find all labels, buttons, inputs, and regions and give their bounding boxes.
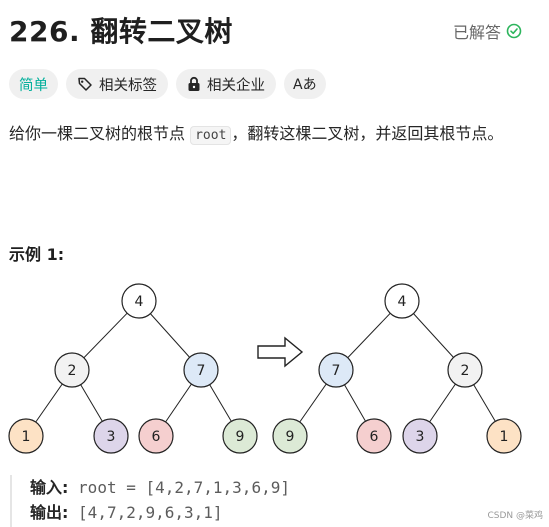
tree-node-label: 6: [370, 429, 379, 445]
left-tree-node-4: 4: [121, 283, 157, 319]
right-tree-node-3: 3: [402, 418, 438, 454]
translate-icon: Aあ: [293, 77, 317, 93]
translate-button[interactable]: Aあ: [284, 69, 326, 99]
tree-node-circle: [402, 418, 438, 454]
difficulty-badge[interactable]: 简单: [9, 69, 58, 99]
tag-bar: 简单 相关标签 相关企业 Aあ: [9, 69, 326, 99]
check-circle-icon: [506, 23, 522, 39]
output-value: [4,7,2,9,6,3,1]: [78, 503, 223, 522]
tree-node-label: 1: [500, 429, 509, 445]
related-tags-label: 相关标签: [99, 77, 157, 94]
related-companies-button[interactable]: 相关企业: [176, 69, 276, 99]
watermark: CSDN @菜鸡: [487, 511, 543, 521]
tree-node-label: 3: [107, 429, 116, 445]
lock-icon: [188, 76, 200, 91]
output-label: 输出:: [30, 503, 69, 522]
tree-node-circle: [183, 352, 219, 388]
right-tree-node-7: 7: [318, 352, 354, 388]
right-tree-node-9: 9: [272, 418, 308, 454]
tree-node-circle: [121, 283, 157, 319]
tree-node-label: 9: [236, 429, 245, 445]
tree-edges: [25, 300, 505, 437]
solved-label: 已解答: [452, 23, 501, 42]
input-line: 输入: root = [4,2,7,1,3,6,9]: [30, 475, 549, 500]
tree-node-circle: [447, 352, 483, 388]
tree-node-circle: [318, 352, 354, 388]
tree-node-circle: [54, 352, 90, 388]
tree-node-label: 9: [286, 429, 295, 445]
tree-node-label: 2: [68, 363, 77, 379]
tree-nodes: 4 2 7 1 3 6 9 4 7 2 9 6 3 1: [8, 283, 522, 454]
tree-node-label: 1: [22, 429, 31, 445]
tag-icon: [78, 77, 92, 91]
description-text-1: 给你一棵二叉树的根节点: [9, 124, 186, 143]
inline-code-root: root: [190, 126, 232, 145]
page-title: 226. 翻转二叉树: [9, 15, 233, 48]
right-tree-node-6: 6: [356, 418, 392, 454]
problem-description: 给你一棵二叉树的根节点 root，翻转这棵二叉树，并返回其根节点。: [9, 121, 537, 148]
tree-node-label: 4: [135, 294, 144, 310]
related-companies-label: 相关企业: [207, 77, 265, 94]
tree-node-label: 7: [332, 363, 341, 379]
tree-node-label: 3: [416, 429, 425, 445]
tree-node-circle: [138, 418, 174, 454]
tree-node-label: 7: [197, 363, 206, 379]
right-tree-node-4: 4: [384, 283, 420, 319]
tree-node-circle: [222, 418, 258, 454]
left-tree-node-1: 1: [8, 418, 44, 454]
solved-status: 已解答: [453, 19, 522, 43]
tree-node-circle: [93, 418, 129, 454]
right-arrow-icon: [257, 336, 304, 368]
tree-node-circle: [384, 283, 420, 319]
example-heading: 示例 1:: [9, 245, 65, 264]
output-line: 输出: [4,7,2,9,6,3,1]: [30, 500, 549, 525]
tree-node-circle: [8, 418, 44, 454]
left-tree-node-6: 6: [138, 418, 174, 454]
tree-node-circle: [486, 418, 522, 454]
input-label: 输入:: [30, 478, 69, 497]
tree-node-label: 6: [152, 429, 161, 445]
right-tree-node-1: 1: [486, 418, 522, 454]
tree-diagram: 4 2 7 1 3 6 9 4 7 2 9 6 3 1: [8, 283, 522, 454]
tree-node-label: 4: [398, 294, 407, 310]
left-tree-node-7: 7: [183, 352, 219, 388]
tree-node-circle: [272, 418, 308, 454]
left-tree-node-2: 2: [54, 352, 90, 388]
left-tree-node-9: 9: [222, 418, 258, 454]
right-tree-node-2: 2: [447, 352, 483, 388]
tree-node-circle: [356, 418, 392, 454]
tree-node-label: 2: [461, 363, 470, 379]
example-io: 输入: root = [4,2,7,1,3,6,9] 输出: [4,7,2,9,…: [10, 475, 549, 527]
input-value: root = [4,2,7,1,3,6,9]: [78, 478, 290, 497]
related-tags-button[interactable]: 相关标签: [66, 69, 168, 99]
description-text-2: ，翻转这棵二叉树，并返回其根节点。: [231, 124, 504, 143]
left-tree-node-3: 3: [93, 418, 129, 454]
